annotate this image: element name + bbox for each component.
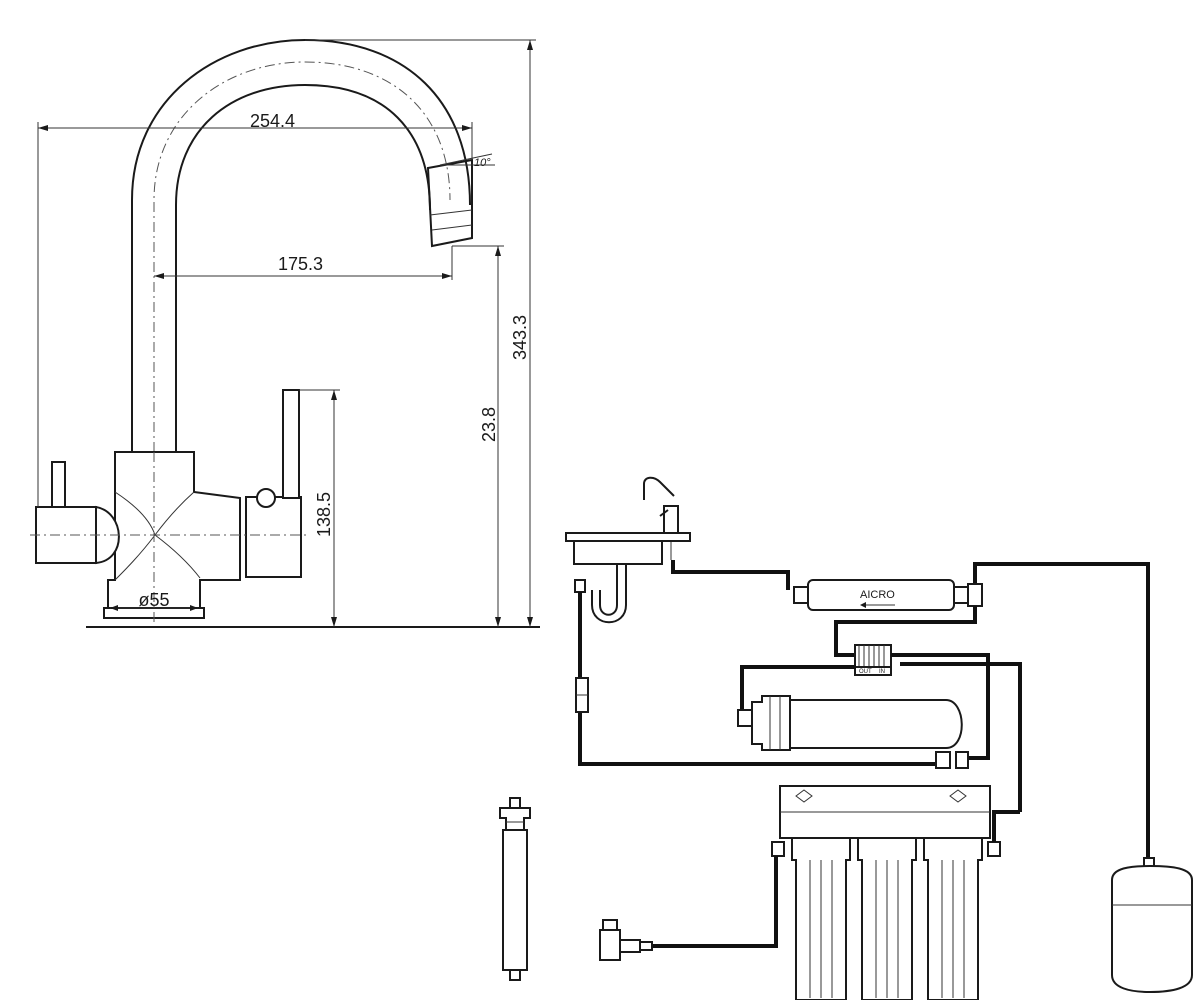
dim-138-arrow-top <box>331 390 337 400</box>
faucet-line <box>671 560 790 590</box>
right-lever <box>282 389 300 499</box>
right-handle-knob <box>256 488 276 508</box>
spout-centerline <box>153 61 451 452</box>
right-handle-cylinder <box>245 496 302 578</box>
prefilter-bank <box>771 785 1001 1000</box>
inline-filter-label: AICRO <box>860 589 895 601</box>
feed-line <box>652 856 778 948</box>
dim-spout-angle: 10° <box>474 157 491 169</box>
dim-spout-height: 23.8 <box>479 407 499 442</box>
dim-total-height: 343.3 <box>510 315 530 360</box>
dim-343-arrow-top <box>527 40 533 50</box>
dim-343-arrow-bottom <box>527 617 533 627</box>
spout-tip-line-2 <box>431 224 473 231</box>
membrane-feed-line <box>740 665 856 712</box>
dim-spout-reach: 254.4 <box>250 111 295 131</box>
flow-restrictor: OUT IN <box>854 644 892 676</box>
tank-line <box>973 562 1150 866</box>
faucet-body <box>107 451 241 609</box>
prefilter-to-membrane-line <box>900 662 1022 812</box>
spout-inner <box>175 83 431 452</box>
dim-lever-height: 138.5 <box>314 492 334 537</box>
drain-saddle <box>574 579 586 593</box>
drain-line <box>578 592 938 766</box>
spout-outer <box>131 38 471 452</box>
dim-angle-line-2 <box>439 153 493 166</box>
restrictor-label-in: IN <box>879 669 885 675</box>
dim-238-arrow-bottom <box>495 617 501 627</box>
spout-tip-line-1 <box>429 209 473 216</box>
restrictor-label-out: OUT <box>859 669 872 675</box>
dim-254-arrow-right <box>462 125 472 131</box>
dim-138-arrow-bottom <box>331 617 337 627</box>
feed-valve <box>599 919 653 961</box>
installation-diagram: AICRO OUT IN <box>499 476 1193 1000</box>
dim-238-arrow-top <box>495 246 501 256</box>
inline-post-filter: AICRO <box>793 579 969 611</box>
dim-spout-inner-reach: 175.3 <box>278 254 323 274</box>
dim-175-arrow-right <box>442 273 452 279</box>
faucet-drawing: 254.4 175.3 10° 343.3 23.8 138.5 ø5 <box>30 38 540 628</box>
spout-tip <box>426 158 473 248</box>
dim-base-diameter: ø55 <box>138 590 169 610</box>
tee-fitting <box>967 583 983 607</box>
restrictor-line-left <box>834 606 977 657</box>
dim-55-arrow-right <box>190 605 198 611</box>
dim-254-arrow-left <box>38 125 48 131</box>
membrane-housing <box>737 695 969 769</box>
dim-55-arrow-left <box>110 605 118 611</box>
restrictor-line-right <box>891 653 990 760</box>
spare-cartridge <box>499 797 531 981</box>
dim-175-arrow-left <box>154 273 164 279</box>
pressure-tank <box>1111 857 1193 994</box>
left-handle-cap <box>95 505 120 565</box>
sink <box>565 532 691 624</box>
left-lever <box>51 461 66 508</box>
prefilter-outlet-line <box>992 810 1020 842</box>
